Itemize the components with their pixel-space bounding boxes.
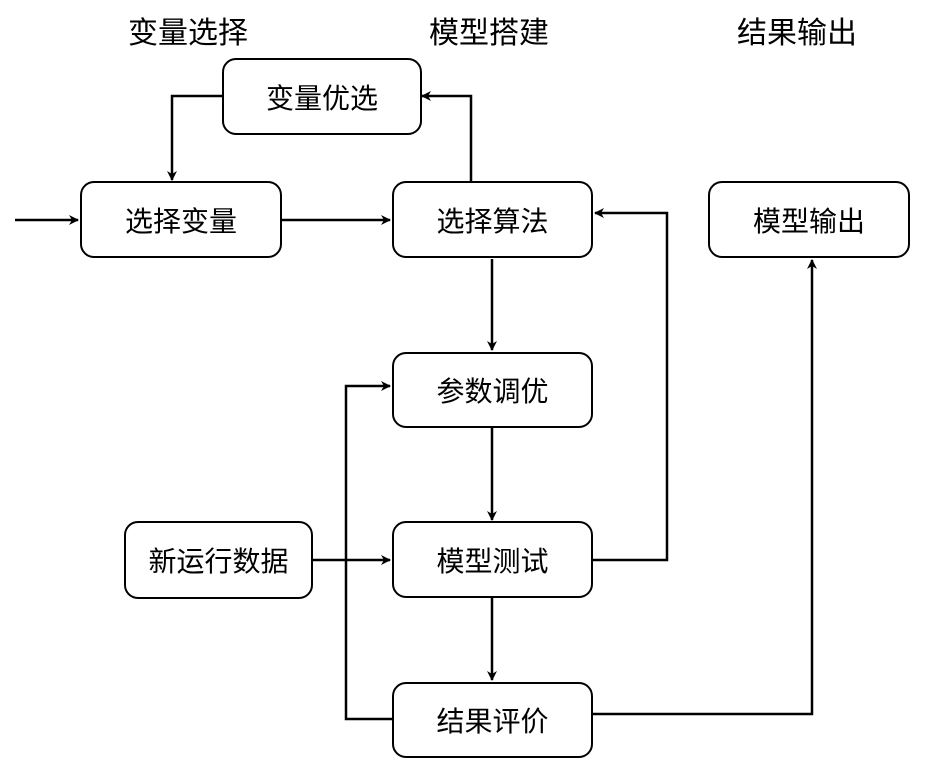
node-result-evaluation: 结果评价 <box>392 682 593 758</box>
arrow-model-testing-to-select-algorithm <box>593 208 669 562</box>
heading-model-building: 模型搭建 <box>429 16 549 51</box>
node-model-output: 模型输出 <box>708 181 910 258</box>
arrow-result-evaluation-to-model-output <box>593 259 817 716</box>
node-select-variables: 选择变量 <box>80 181 282 258</box>
heading-variable-selection: 变量选择 <box>128 16 248 51</box>
node-new-operating-data: 新运行数据 <box>124 521 313 599</box>
node-model-testing: 模型测试 <box>392 521 593 598</box>
heading-result-output: 结果输出 <box>737 16 857 51</box>
arrow-select-algorithm-to-variable-optimization <box>421 91 473 181</box>
node-select-algorithm: 选择算法 <box>392 181 593 258</box>
arrow-result-evaluation-to-parameter-tuning <box>344 381 392 721</box>
arrow-variable-optimization-to-select-variables <box>167 94 222 181</box>
node-variable-optimization: 变量优选 <box>222 58 422 135</box>
node-parameter-tuning: 参数调优 <box>392 352 593 428</box>
